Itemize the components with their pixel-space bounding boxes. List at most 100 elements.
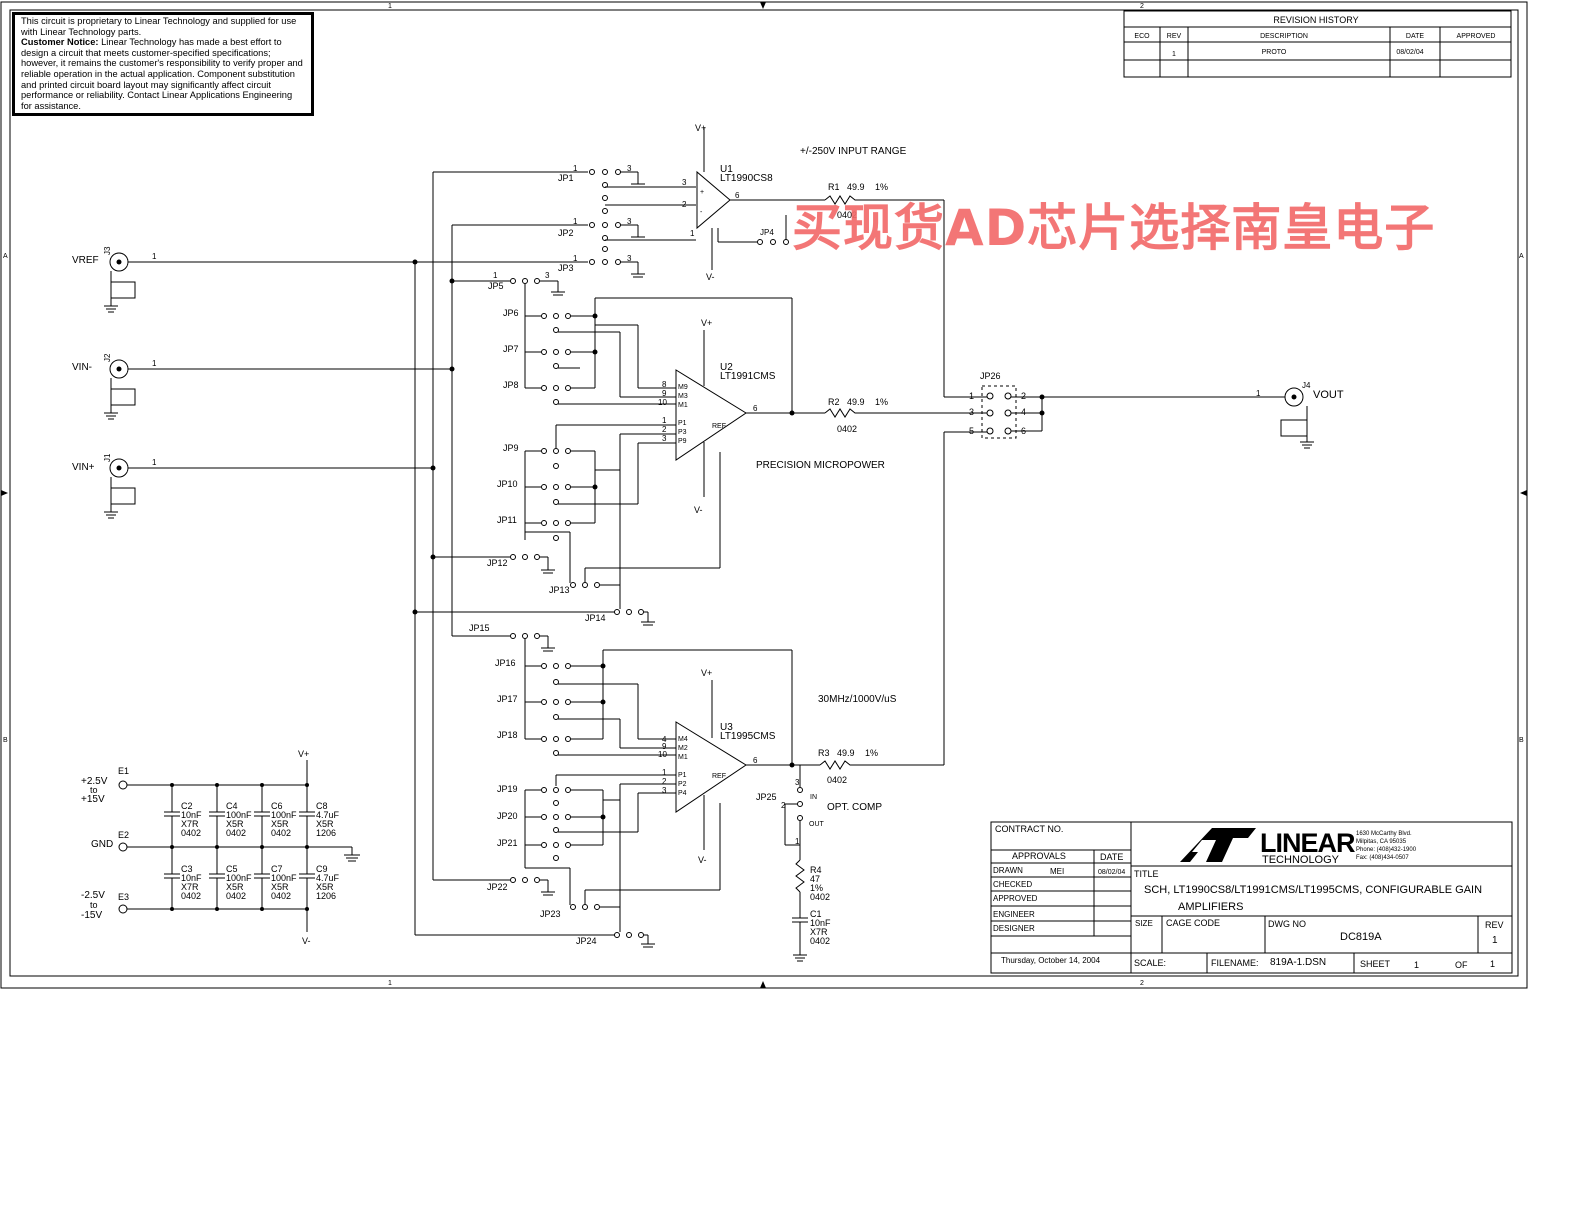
u3-part: LT1995CMS [720, 731, 776, 742]
svg-text:6: 6 [735, 191, 740, 200]
jp25-out: OUT [809, 821, 825, 828]
jp12-label: JP12 [487, 558, 508, 568]
u3-note: 30MHz/1000V/uS [818, 694, 897, 705]
svg-text:2: 2 [781, 801, 786, 810]
svg-text:1: 1 [969, 391, 974, 401]
pos-line3: +15V [81, 794, 105, 805]
c1-ref: C1 [810, 909, 822, 919]
date-header: DATE [1100, 852, 1123, 862]
dwg-label: DWG NO [1268, 919, 1306, 929]
jp24-label: JP24 [576, 936, 597, 946]
svg-text:2: 2 [1021, 391, 1026, 401]
r4-tol: 1% [810, 883, 823, 893]
r2-symbol [824, 408, 865, 418]
c3-pkg: 0402 [181, 891, 201, 901]
c6-value: 100nF [271, 810, 297, 820]
svg-text:3: 3 [627, 217, 632, 226]
jp17-label: JP17 [497, 694, 518, 704]
u1-section: 111 JP1 JP2 JP3 333 321 +- V+ V- U1 LT19… [415, 123, 945, 397]
svg-text:1: 1 [573, 254, 578, 263]
c2-pkg: 0402 [181, 828, 201, 838]
svg-text:1: 1 [573, 217, 578, 226]
revision-title: REVISION HISTORY [1273, 15, 1358, 25]
u3-vminus: V- [698, 855, 707, 865]
r4-symbol [795, 859, 805, 893]
jp5-label: JP5 [488, 281, 504, 291]
print-date: Thursday, October 14, 2004 [1001, 956, 1101, 965]
c4-value: 100nF [226, 810, 252, 820]
pwr-vminus: V- [302, 936, 311, 946]
filename-label: FILENAME: [1211, 958, 1259, 968]
zone-right-a: A [1519, 253, 1524, 260]
zone-left-b: B [3, 737, 8, 744]
rev-col-approved: APPROVED [1457, 33, 1496, 40]
c8-ref: C8 [316, 801, 328, 811]
jp23-label: JP23 [540, 909, 561, 919]
watermark-text: 买现货AD芯片选择南皇电子 [792, 199, 1436, 257]
vref-label: VREF [72, 255, 99, 266]
r1-value: 49.9 [847, 182, 865, 192]
gnd-label: GND [91, 839, 113, 850]
drawn-by: MEI [1050, 867, 1064, 876]
svg-text:P1: P1 [678, 772, 687, 779]
c2-ref: C2 [181, 801, 193, 811]
r4-pkg: 0402 [810, 892, 830, 902]
engineer-label: ENGINEER [993, 910, 1035, 919]
sheet-inner-border [9, 9, 1519, 977]
jp16-label: JP16 [495, 658, 516, 668]
decoupling-caps [164, 783, 315, 911]
svg-text:5: 5 [969, 426, 974, 436]
c8-pkg: 1206 [316, 828, 336, 838]
j1-ref: J1 [103, 453, 112, 462]
jp8-label: JP8 [503, 380, 519, 390]
u2-ref: U2 [720, 362, 733, 373]
c3-ref: C3 [181, 864, 193, 874]
svg-text:1: 1 [152, 359, 157, 368]
c2-value: 10nF [181, 810, 202, 820]
svg-text:P4: P4 [678, 790, 687, 797]
drawn-label: DRAWN [993, 866, 1023, 875]
rev-label: REV [1485, 920, 1504, 930]
linear-logo-mark [1180, 828, 1256, 862]
svg-text:REF: REF [712, 423, 726, 430]
svg-text:4: 4 [1021, 407, 1026, 417]
svg-text:3: 3 [627, 164, 632, 173]
jp10-label: JP10 [497, 479, 518, 489]
border-arrow-left [1, 490, 8, 496]
jp1-label: JP1 [558, 173, 574, 183]
notice-label: Customer Notice: [21, 37, 99, 48]
rev-col-description: DESCRIPTION [1260, 33, 1308, 40]
zone-top-2: 2 [1140, 3, 1144, 10]
brand-sub: TECHNOLOGY [1262, 854, 1340, 866]
r1-pkg: 0402 [837, 210, 857, 220]
c6-diel: X5R [271, 819, 289, 829]
addr-line4: Fax: (408)434-0507 [1356, 855, 1409, 861]
c1-pkg: 0402 [810, 936, 830, 946]
r2-pkg: 0402 [837, 424, 857, 434]
designer-label: DESIGNER [993, 924, 1035, 933]
c5-diel: X5R [226, 882, 244, 892]
c1-diel: X7R [810, 927, 828, 937]
svg-text:REF: REF [712, 773, 726, 780]
c8-value: 4.7uF [316, 810, 340, 820]
svg-text:M4: M4 [678, 736, 688, 743]
jp3-label: JP3 [558, 263, 574, 273]
svg-text:1: 1 [662, 416, 667, 425]
svg-text:P1: P1 [678, 420, 687, 427]
r1-tol: 1% [875, 182, 888, 192]
svg-text:2: 2 [662, 777, 667, 786]
svg-text:3: 3 [545, 271, 550, 280]
svg-text:6: 6 [753, 404, 758, 413]
svg-text:3: 3 [627, 254, 632, 263]
vinm-label: VIN- [72, 362, 92, 373]
sheet-number: 1 [1414, 960, 1419, 970]
title-label: TITLE [1134, 869, 1159, 879]
zone-bottom-1: 1 [388, 980, 392, 987]
svg-text:4: 4 [662, 735, 667, 744]
rev-row-rev: 1 [1172, 51, 1176, 58]
svg-text:3: 3 [969, 407, 974, 417]
revision-history-table: REVISION HISTORY ECO REV DESCRIPTION DAT… [1123, 10, 1512, 78]
addr-line3: Phone: (408)432-1900 [1356, 847, 1417, 853]
e2-ref: E2 [118, 830, 129, 840]
